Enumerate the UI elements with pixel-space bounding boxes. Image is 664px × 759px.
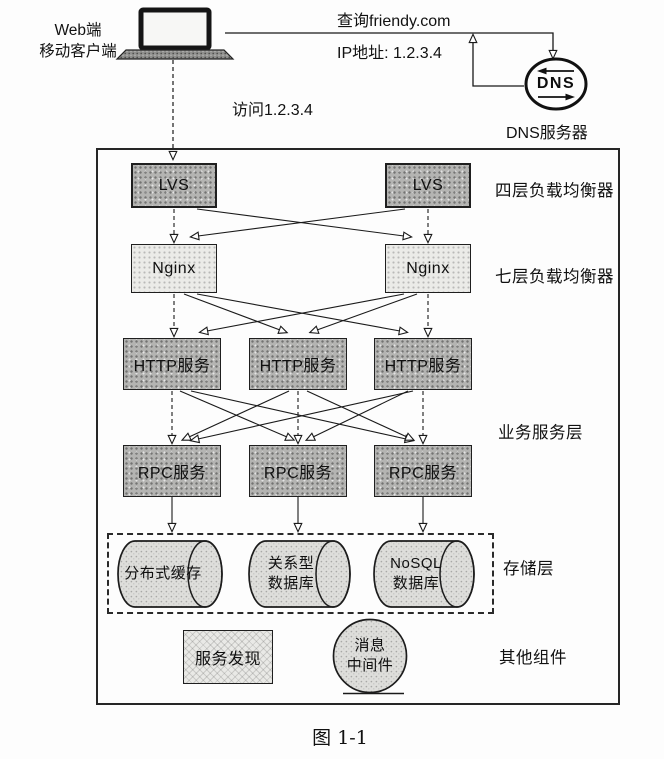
storage-relational-label: 关系型 数据库 [246,554,336,594]
nginx-node-2: Nginx [385,244,471,293]
message-middleware-circle [332,618,408,695]
rpc-service-node-1-label: RPC服务 [137,465,207,482]
rpc-service-node-3: RPC服务 [374,445,472,497]
client-label-line2: 移动客户端 [39,43,117,60]
http-service-node-2: HTTP服务 [249,338,347,390]
layer-label-l7: 七层负载均衡器 [495,268,614,286]
access-ip-label: 访问1.2.3.4 [232,102,313,119]
http-service-node-1-label: HTTP服务 [133,358,211,375]
system-boundary-box [96,148,620,705]
storage-cache-line1: 分布式缓存 [124,565,202,582]
rpc-service-node-1: RPC服务 [123,445,221,497]
storage-nosql-line1: NoSQL [390,555,442,572]
storage-relational-line1: 关系型 [267,555,315,572]
message-middleware-line1: 消息 [354,637,386,654]
dns-acronym: DNS [536,75,576,92]
rpc-service-node-2: RPC服务 [249,445,347,497]
client-label-line1: Web端 [54,22,102,39]
arrow-http1-rpc3 [190,390,415,444]
arrow-http2-rpc1 [180,390,290,441]
layer-label-storage: 存储层 [503,560,554,578]
client-label: Web端 移动客户端 [24,20,132,62]
layer-label-business: 业务服务层 [498,424,583,442]
arrow-nginx2-http1 [198,293,405,336]
arrow-http3-rpc1 [189,390,414,444]
lvs-node-1: LVS [131,163,217,208]
dns-ip-label: IP地址: 1.2.3.4 [337,45,442,62]
arrow-nginx2-http2 [308,293,418,334]
storage-nosql-line2: 数据库 [392,575,440,592]
arrow-http2-rpc3 [306,390,416,441]
cylinder-nosql-db [373,540,475,608]
nginx-node-1: Nginx [131,244,217,293]
dns-server-label: DNS服务器 [506,125,588,142]
layer-label-l4: 四层负载均衡器 [495,182,614,200]
cylinder-relational-db [248,540,351,608]
cylinder-distributed-cache [117,540,223,608]
rpc-service-node-3-label: RPC服务 [388,465,458,482]
lvs-node-2-label: LVS [412,176,444,194]
service-discovery-label: 服务发现 [194,651,261,668]
nginx-node-1-label: Nginx [152,259,196,277]
storage-layer-dashed-box [107,533,494,614]
lvs-node-1-label: LVS [158,176,190,194]
http-service-node-3-label: HTTP服务 [384,358,462,375]
arrow-http1-rpc2 [179,390,296,441]
storage-relational-line2: 数据库 [267,575,315,592]
dns-icon [524,57,588,111]
message-middleware-label: 消息 中间件 [334,636,406,676]
message-middleware-line2: 中间件 [346,657,394,674]
laptop-icon [115,7,235,60]
figure-caption: 图 1-1 [312,727,368,749]
http-service-node-2-label: HTTP服务 [259,358,337,375]
arrow-nginx1-http2 [183,293,289,334]
lvs-node-2: LVS [385,163,471,208]
dns-query-label: 查询friendy.com [337,13,451,30]
arrow-client-to-dns [225,32,558,61]
arrow-nginx1-http3 [196,293,409,336]
storage-cache-label: 分布式缓存 [120,554,206,594]
http-service-node-1: HTTP服务 [123,338,221,390]
arrow-http3-rpc2 [304,390,409,441]
nginx-node-2-label: Nginx [406,259,450,277]
storage-nosql-label: NoSQL 数据库 [371,554,461,594]
layer-label-other: 其他组件 [499,649,567,667]
rpc-service-node-2-label: RPC服务 [263,465,333,482]
arrow-dns-to-client [468,32,524,87]
service-discovery-node: 服务发现 [183,630,273,684]
arrow-lvs2-nginx1 [189,208,406,241]
http-service-node-3: HTTP服务 [374,338,472,390]
